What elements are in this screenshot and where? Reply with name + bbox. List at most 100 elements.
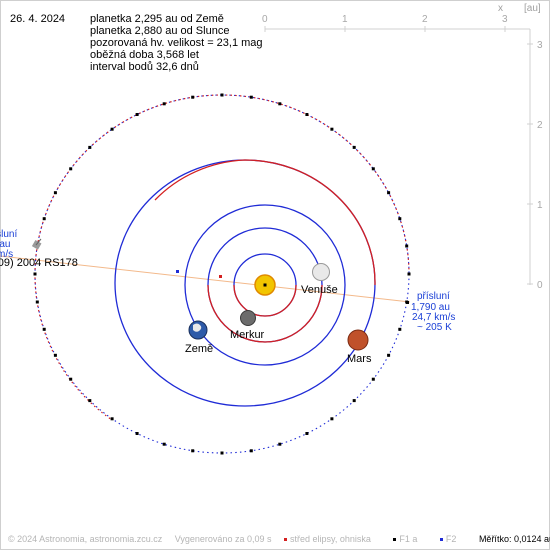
mars-orbit-north <box>154 159 376 286</box>
orbit-point <box>42 327 46 331</box>
info-sun-distance: planetka 2,880 au od Slunce <box>90 25 230 37</box>
sun-focus-marker <box>263 283 267 287</box>
orbit-point <box>35 300 39 304</box>
axis-right-tick-3: 3 <box>537 40 543 51</box>
orbit-point <box>162 102 166 106</box>
footer-bar: © 2024 Astronomia, astronomia.zcu.cz Vyg… <box>8 534 550 544</box>
mercury-label: Merkur <box>230 329 265 341</box>
orbit-point <box>407 272 411 276</box>
orbit-point <box>278 442 282 446</box>
info-magnitude: pozorovaná hv. velikost = 23,1 mag <box>90 37 263 49</box>
copyright-link[interactable]: © 2024 Astronomia, astronomia.zcu.cz <box>8 534 163 544</box>
orbit-point <box>387 353 391 357</box>
perihelion-temperature: ~ 205 K <box>417 322 452 333</box>
legend-center: střed elipsy, ohniska <box>283 534 381 544</box>
axis-top-tick-0: 0 <box>262 14 268 25</box>
orbit-point <box>69 377 73 381</box>
asteroid-orbit-points <box>33 93 411 455</box>
axis-top-tick-3: 3 <box>502 14 508 25</box>
apsides-line <box>0 255 411 303</box>
orbit-point <box>305 113 309 116</box>
legend-red-dot <box>283 538 287 542</box>
info-panel: planetka 2,295 au od Země planetka 2,880… <box>90 13 263 73</box>
asteroid-tick <box>35 238 42 246</box>
earth-cloud-shape <box>193 323 202 332</box>
orbit-point <box>352 399 356 403</box>
orbit-point <box>110 127 114 131</box>
orbit-point <box>330 417 334 421</box>
aphelion-distance: 0 au <box>0 239 10 250</box>
orbit-point <box>53 191 57 195</box>
orbit-point <box>405 244 409 248</box>
legend-f1-text: F1 a <box>399 534 418 544</box>
venus-label: Venuše <box>301 284 338 296</box>
focus-f2-marker <box>176 270 179 273</box>
mars-planet[interactable] <box>347 329 369 351</box>
scale-label: Měřítko: 0,0124 au/bod <box>478 534 550 544</box>
orbit-point <box>278 102 282 106</box>
orbit-point <box>371 167 375 171</box>
axes: 0 1 2 3 3 2 1 0 <box>262 14 543 291</box>
perihelion-marker <box>406 301 409 304</box>
axis-top-tick-2: 2 <box>422 14 428 25</box>
orbit-point <box>162 442 166 446</box>
perihelion-title: přísluní <box>417 291 450 302</box>
asteroid-icon[interactable] <box>31 238 42 250</box>
orbit-point <box>398 327 402 331</box>
unit-label: [au] <box>524 3 541 14</box>
orbit-point <box>352 145 356 149</box>
aphelion-title: odsluní <box>0 229 17 240</box>
orbit-point <box>398 217 402 221</box>
perihelion-speed: 24,7 km/s <box>412 312 455 323</box>
date-label: 26. 4. 2024 <box>10 13 66 25</box>
earth-planet[interactable] <box>188 320 208 340</box>
axis-top-tick-1: 1 <box>342 14 348 25</box>
legend-blue-dot <box>439 538 443 542</box>
orbit-point <box>69 167 73 171</box>
venus-planet[interactable] <box>312 263 330 281</box>
legend-f1: F1 a <box>393 534 427 544</box>
venus-orbit-north <box>207 284 323 343</box>
orbit-point <box>249 449 253 453</box>
orbit-point <box>33 272 37 276</box>
planet-orbits <box>114 159 376 407</box>
mercury-orbit-south <box>233 284 297 317</box>
info-period: oběžná doba 3,568 let <box>90 49 199 61</box>
info-earth-distance: planetka 2,295 au od Země <box>90 13 224 25</box>
orbit-point <box>249 95 253 99</box>
orbit-point <box>220 93 224 97</box>
info-point-interval: interval bodů 32,6 dnů <box>90 61 199 73</box>
axis-right-tick-0: 0 <box>537 280 543 291</box>
sun[interactable] <box>254 274 276 296</box>
orbit-point <box>191 95 195 99</box>
orbit-point <box>110 417 114 421</box>
orbit-point <box>371 377 375 381</box>
mars-label: Mars <box>347 353 372 365</box>
generated-time: Vygenerováno za 0,09 s <box>174 534 272 544</box>
close-control[interactable]: x <box>498 3 503 14</box>
orbit-point <box>53 353 57 357</box>
orbit-point <box>88 399 92 403</box>
orbit-point <box>191 449 195 453</box>
aphelion-speed: km/s <box>0 249 13 260</box>
legend-black-dot <box>393 538 397 542</box>
orbit-point <box>305 432 309 435</box>
legend-center-text: střed elipsy, ohniska <box>289 534 371 544</box>
asteroid-label: (509) 2004 RS178 <box>0 257 78 269</box>
orbit-point <box>387 191 391 195</box>
asteroid-orbit-north <box>34 94 410 421</box>
orbit-point <box>220 451 224 455</box>
earth-orbit <box>184 204 346 366</box>
axis-right-tick-1: 1 <box>537 200 543 211</box>
orbit-point <box>330 127 334 131</box>
orbit-point <box>135 432 139 435</box>
legend-f2: F2 <box>439 534 467 544</box>
orbit-point <box>42 217 46 221</box>
mercury-planet[interactable] <box>240 310 256 326</box>
earth-label: Země <box>185 343 213 355</box>
orbit-point <box>88 145 92 149</box>
orbit-point <box>135 113 139 116</box>
perihelion-distance: 1,790 au <box>411 302 450 313</box>
axis-right-tick-2: 2 <box>537 120 543 131</box>
